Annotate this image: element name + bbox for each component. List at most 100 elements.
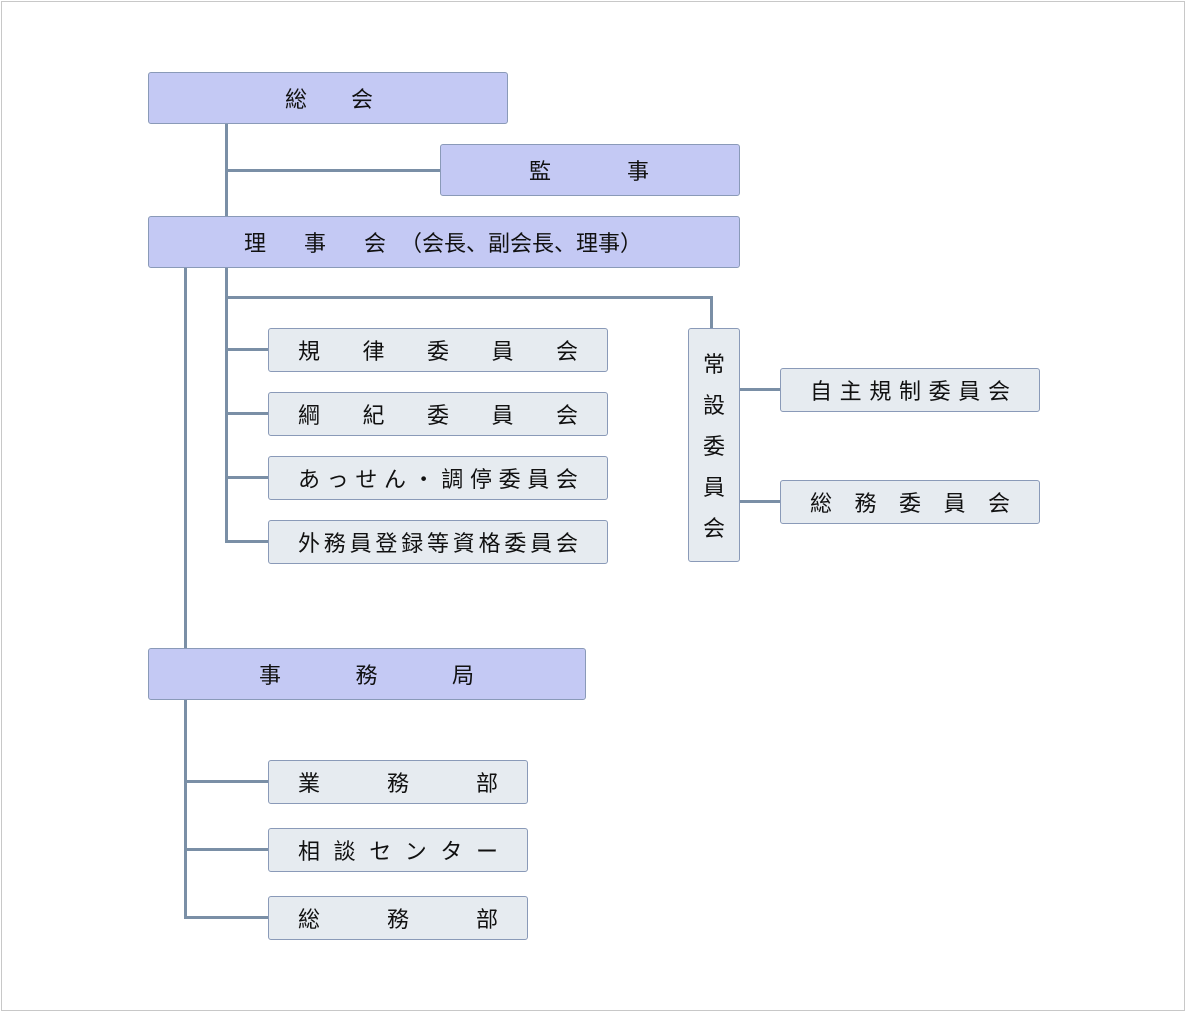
label-char: 談	[333, 840, 356, 865]
connector-board-standing-h	[225, 296, 713, 299]
label-char: 事	[259, 664, 282, 689]
label-char: 会	[987, 492, 1010, 517]
connector-dept-2	[184, 848, 270, 851]
label-char: 等	[426, 532, 449, 557]
label-char: 会	[555, 404, 578, 429]
label-char: タ	[440, 840, 463, 865]
label-char: 局	[451, 664, 474, 689]
label-char: 委	[898, 492, 921, 517]
label-char: 律	[362, 340, 385, 365]
label-char: 綱	[298, 404, 321, 429]
label-char: 会	[363, 232, 386, 257]
label-char: 総	[298, 908, 321, 933]
label-char: 監	[529, 160, 552, 185]
connector-committee-4	[225, 540, 270, 543]
label-char: 務	[386, 772, 409, 797]
label-char: 会	[555, 468, 578, 493]
label-char: 設	[702, 394, 725, 420]
consultation-center-box: 相 談 セ ン タ ー	[268, 828, 528, 872]
connector-committee-3	[225, 476, 270, 479]
label-char: 部	[475, 908, 498, 933]
label-char: 務	[854, 492, 877, 517]
connector-auditor	[225, 169, 442, 172]
label-char: 員	[702, 475, 725, 501]
label-char: 員	[530, 532, 553, 557]
connector-committee-2	[225, 412, 270, 415]
self-regulation-committee-box: 自 主 規 制 委 員 会	[780, 368, 1040, 412]
connector-standing-sub-2	[738, 500, 782, 503]
label-char: 録	[401, 532, 424, 557]
committee-discipline-box: 規 律 委 員 会	[268, 328, 608, 372]
label-char: 会	[555, 532, 578, 557]
label-char: 会	[555, 340, 578, 365]
label-char: 外	[298, 532, 321, 557]
label-char: 主	[839, 380, 862, 405]
label-char: 格	[478, 532, 501, 557]
label-char: 登	[375, 532, 398, 557]
label-char: 業	[298, 772, 321, 797]
connector-dept-1	[184, 780, 270, 783]
operations-department-box: 業 務 部	[268, 760, 528, 804]
label-char: 事	[626, 160, 649, 185]
board-note: （会長、副会長、理事）	[400, 232, 643, 257]
label-char: 会	[702, 516, 725, 542]
committee-ethics-box: 綱 紀 委 員 会	[268, 392, 608, 436]
committee-mediation-box: あ っ せ ん ・ 調 停 委 員 会	[268, 456, 608, 500]
label-char: せ	[355, 468, 378, 493]
label-char: っ	[326, 468, 349, 493]
label-char: 員	[491, 404, 514, 429]
label-char: 規	[298, 340, 321, 365]
label-char: 会	[350, 88, 373, 113]
label-char: 員	[527, 468, 550, 493]
committee-registration-box: 外 務 員 登 録 等 資 格 委 員 会	[268, 520, 608, 564]
general-assembly-box: 総 会	[148, 72, 508, 124]
label-char: 常	[702, 353, 725, 379]
label-char: 務	[355, 664, 378, 689]
label-char: 務	[386, 908, 409, 933]
label-char: あ	[298, 468, 321, 493]
label-char: 総	[285, 88, 308, 113]
label-char: 理	[244, 232, 267, 257]
label-char: 紀	[362, 404, 385, 429]
label-char: 調	[441, 468, 464, 493]
label-char: 事	[303, 232, 326, 257]
label-char: 委	[426, 340, 449, 365]
connector-standing-sub-1	[738, 388, 782, 391]
connector-board-secretariat	[184, 266, 187, 650]
connector-committee-1	[225, 348, 270, 351]
label-char: ン	[404, 840, 427, 865]
label-char: 員	[958, 380, 981, 405]
connector-board-committees	[225, 266, 228, 543]
label-char: 総	[810, 492, 833, 517]
connector-dept-3	[184, 916, 270, 919]
connector-board-standing-v	[710, 296, 713, 330]
label-char: 委	[498, 468, 521, 493]
label-char: セ	[369, 840, 392, 865]
secretariat-box: 事 務 局	[148, 648, 586, 700]
label-char: 規	[869, 380, 892, 405]
auditor-box: 監 事	[440, 144, 740, 196]
label-char: 員	[349, 532, 372, 557]
label-char: 相	[298, 840, 321, 865]
label-char: 制	[898, 380, 921, 405]
label-char: 停	[469, 468, 492, 493]
label-char: 資	[452, 532, 475, 557]
label-char: 員	[943, 492, 966, 517]
label-char: 委	[504, 532, 527, 557]
board-box: 理 事 会 （会長、副会長、理事）	[148, 216, 740, 268]
general-affairs-department-box: 総 務 部	[268, 896, 528, 940]
label-char: 員	[491, 340, 514, 365]
label-char: 自	[810, 380, 833, 405]
general-affairs-committee-box: 総 務 委 員 会	[780, 480, 1040, 524]
label-char: 委	[426, 404, 449, 429]
label-char: ん	[383, 468, 406, 493]
label-char: ・	[412, 468, 435, 493]
label-char: 務	[323, 532, 346, 557]
label-char: 部	[475, 772, 498, 797]
connector-secretariat-depts	[184, 698, 187, 919]
label-char: 委	[928, 380, 951, 405]
label-char: 会	[987, 380, 1010, 405]
label-char: ー	[475, 840, 498, 865]
label-char: 委	[702, 434, 725, 460]
standing-committee-box: 常 設 委 員 会	[688, 328, 740, 562]
